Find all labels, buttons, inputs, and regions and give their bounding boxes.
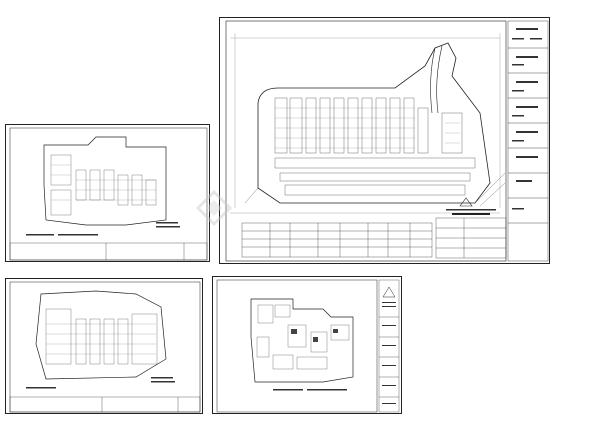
exterior-lines bbox=[244, 172, 506, 207]
third-floor-plan-sheet bbox=[5, 124, 210, 262]
second-floor-plan-sheet bbox=[5, 278, 203, 414]
third-floor-title-bar bbox=[9, 242, 208, 261]
first-floor-logo-icon bbox=[382, 286, 396, 298]
shelving-rows bbox=[274, 97, 476, 196]
shelf-hatching bbox=[275, 107, 460, 149]
third-floor-drawing bbox=[9, 127, 208, 261]
first-floor-plan-sheet bbox=[212, 276, 402, 414]
second-floor-shelves bbox=[45, 308, 158, 365]
main-floor-plan-drawing bbox=[225, 20, 549, 262]
first-floor-fills bbox=[291, 329, 338, 342]
column-grid bbox=[230, 33, 501, 214]
second-floor-title-bar bbox=[9, 396, 201, 413]
first-floor-drawing bbox=[216, 279, 400, 413]
watermark-logo-icon bbox=[196, 190, 232, 226]
third-floor-hatching bbox=[51, 164, 156, 201]
title-block-text-marks bbox=[512, 28, 542, 210]
info-table bbox=[435, 217, 507, 259]
first-floor-title-strip bbox=[378, 279, 400, 413]
second-floor-drawing bbox=[9, 281, 201, 413]
second-floor-hatching bbox=[46, 323, 156, 355]
main-floor-plan-sheet bbox=[219, 17, 550, 264]
legend-table bbox=[241, 222, 433, 258]
company-logo-icon bbox=[446, 197, 496, 215]
third-floor-shelves bbox=[50, 154, 157, 216]
title-block bbox=[507, 20, 549, 262]
first-floor-rooms bbox=[256, 304, 350, 370]
watermark-text bbox=[200, 196, 420, 236]
title-strip-marks bbox=[382, 302, 396, 404]
